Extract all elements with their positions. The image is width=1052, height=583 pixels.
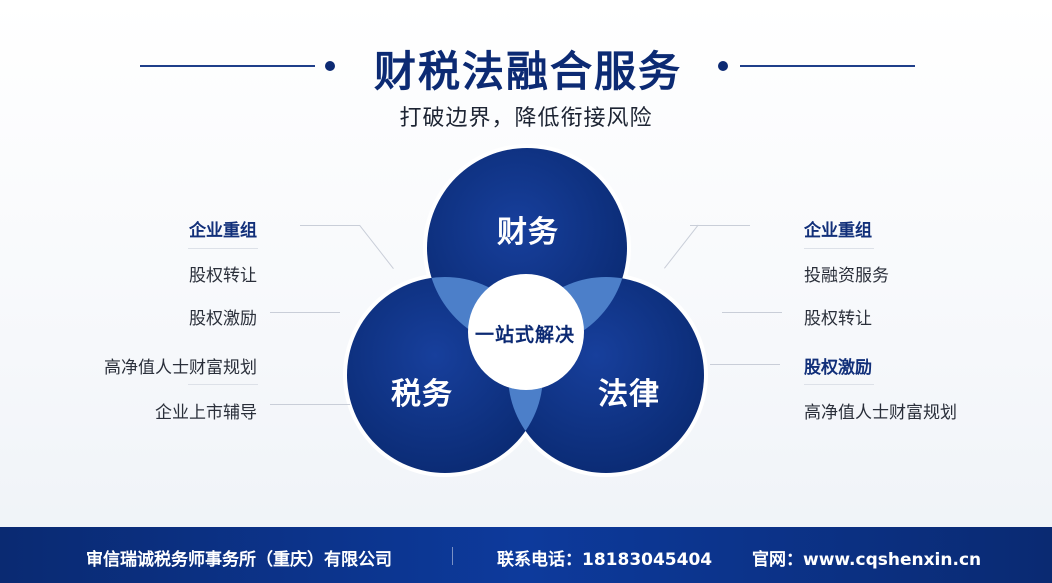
center-circle: [468, 274, 584, 390]
right-item-restructure: 企业重组: [804, 221, 872, 241]
right-sep-2: [804, 384, 874, 385]
venn-label-tax: 税务: [391, 377, 453, 412]
connector-right-top: [690, 225, 750, 226]
left-item-equity-incentive: 股权激励: [189, 309, 257, 329]
title-dot-right: [718, 61, 728, 71]
connector-right-mid: [722, 312, 782, 313]
page-title: 财税法融合服务: [373, 47, 682, 96]
left-item-wealth-planning: 高净值人士财富规划: [104, 358, 257, 378]
right-item-equity-transfer: 股权转让: [804, 309, 872, 329]
venn-center-label: 一站式解决: [475, 324, 576, 346]
right-item-equity-incentive: 股权激励: [804, 358, 872, 378]
page-subtitle: 打破边界，降低衔接风险: [399, 106, 653, 131]
left-item-equity-transfer: 股权转让: [189, 266, 257, 286]
connector-right-lower: [710, 364, 780, 365]
left-item-ipo: 企业上市辅导: [155, 403, 257, 423]
connector-left-bottom: [270, 404, 350, 405]
footer-phone: 联系电话：18183045404: [497, 550, 713, 570]
venn-label-finance: 财务: [497, 215, 559, 250]
left-sep-1: [188, 248, 258, 249]
footer-company: 审信瑞诚税务师事务所（重庆）有限公司: [86, 550, 392, 570]
right-item-wealth-planning: 高净值人士财富规划: [804, 403, 957, 423]
footer-website: 官网：www.cqshenxin.cn: [752, 550, 982, 570]
left-item-restructure: 企业重组: [189, 221, 257, 241]
title-rule-left: [140, 65, 315, 67]
title-row: 财税法融合服务: [0, 34, 1052, 96]
right-item-investment: 投融资服务: [804, 266, 889, 286]
connector-left-top: [300, 225, 360, 226]
venn-label-law: 法律: [598, 377, 660, 412]
footer-divider-1: [452, 547, 453, 565]
title-dot-left: [325, 61, 335, 71]
left-sep-2: [188, 384, 258, 385]
title-rule-right: [740, 65, 915, 67]
connector-left-mid: [270, 312, 340, 313]
right-sep-1: [804, 248, 874, 249]
footer-bar: 审信瑞诚税务师事务所（重庆）有限公司 联系电话：18183045404 官网：w…: [0, 527, 1052, 583]
